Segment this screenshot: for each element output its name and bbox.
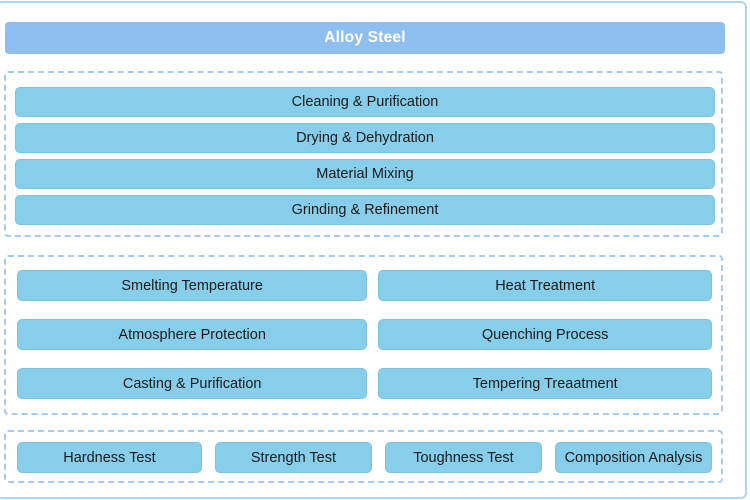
node-drying-dehydration: Drying & Dehydration — [15, 123, 715, 153]
node-casting-purification: Casting & Purification — [17, 368, 368, 399]
node-toughness-test: Toughness Test — [384, 442, 542, 473]
node-cleaning-purification: Cleaning & Purification — [15, 87, 715, 117]
node-smelting-temperature: Smelting Temperature — [17, 270, 368, 301]
testing-stage-group: Hardness Test Strength Test Toughness Te… — [4, 430, 723, 483]
node-quenching-process: Quenching Process — [378, 319, 712, 350]
node-tempering-treatment: Tempering Treaatment — [378, 368, 712, 399]
diagram-title: Alloy Steel — [324, 29, 406, 46]
processing-stage-group: Smelting Temperature Heat Treatment Atmo… — [4, 255, 723, 415]
node-atmosphere-protection: Atmosphere Protection — [17, 319, 368, 350]
node-strength-test: Strength Test — [214, 442, 372, 473]
node-material-mixing: Material Mixing — [15, 159, 715, 189]
preparation-stage-group: Cleaning & Purification Drying & Dehydra… — [4, 71, 723, 237]
node-heat-treatment: Heat Treatment — [378, 270, 712, 301]
node-grinding-refinement: Grinding & Refinement — [15, 195, 715, 225]
node-composition-analysis: Composition Analysis — [554, 442, 713, 473]
diagram-title-bar: Alloy Steel — [5, 22, 725, 54]
node-hardness-test: Hardness Test — [17, 442, 202, 473]
